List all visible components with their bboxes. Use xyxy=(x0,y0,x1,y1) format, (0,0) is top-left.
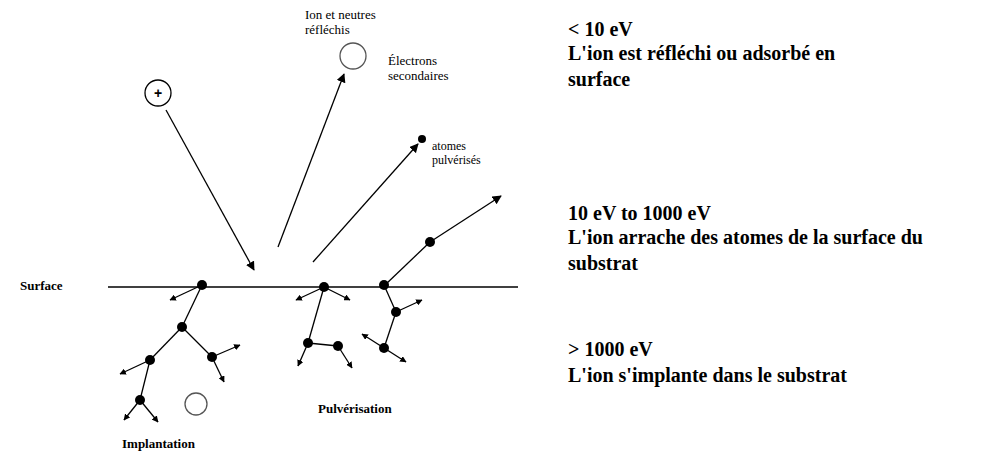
ion-circle: + xyxy=(144,79,172,107)
implanted-ion xyxy=(185,393,207,415)
sputtered-label: atomes pulvérisés xyxy=(432,140,504,168)
electron-label: Électrons secondaires xyxy=(388,54,468,84)
energy-range: 10 eV to 1000 eV xyxy=(568,200,868,226)
reflected-label: Ion et neutres réfléchis xyxy=(305,8,405,38)
electron-dot xyxy=(418,135,426,143)
surface-line xyxy=(108,286,518,287)
regime-description: L'ion s'implante dans le substrat xyxy=(568,362,980,388)
regime-description: L'ion est réfléchi ou adsorbé en surface xyxy=(568,40,868,92)
incident-arrow xyxy=(166,110,254,270)
reflected-arrow xyxy=(278,74,344,247)
energy-range: > 1000 eV xyxy=(568,336,868,362)
process-label: Pulvérisation xyxy=(318,402,438,417)
ion-charge: + xyxy=(144,79,172,107)
reflected-particle xyxy=(340,43,366,69)
sputter-arrow xyxy=(430,196,501,242)
electron-arrow xyxy=(313,144,418,262)
regime-description: L'ion arrache des atomes de la surface d… xyxy=(568,224,973,276)
surface-label: Surface xyxy=(20,279,100,294)
energy-range: < 10 eV xyxy=(568,16,868,42)
sputter-path xyxy=(385,242,430,285)
process-label: Implantation xyxy=(122,437,242,452)
